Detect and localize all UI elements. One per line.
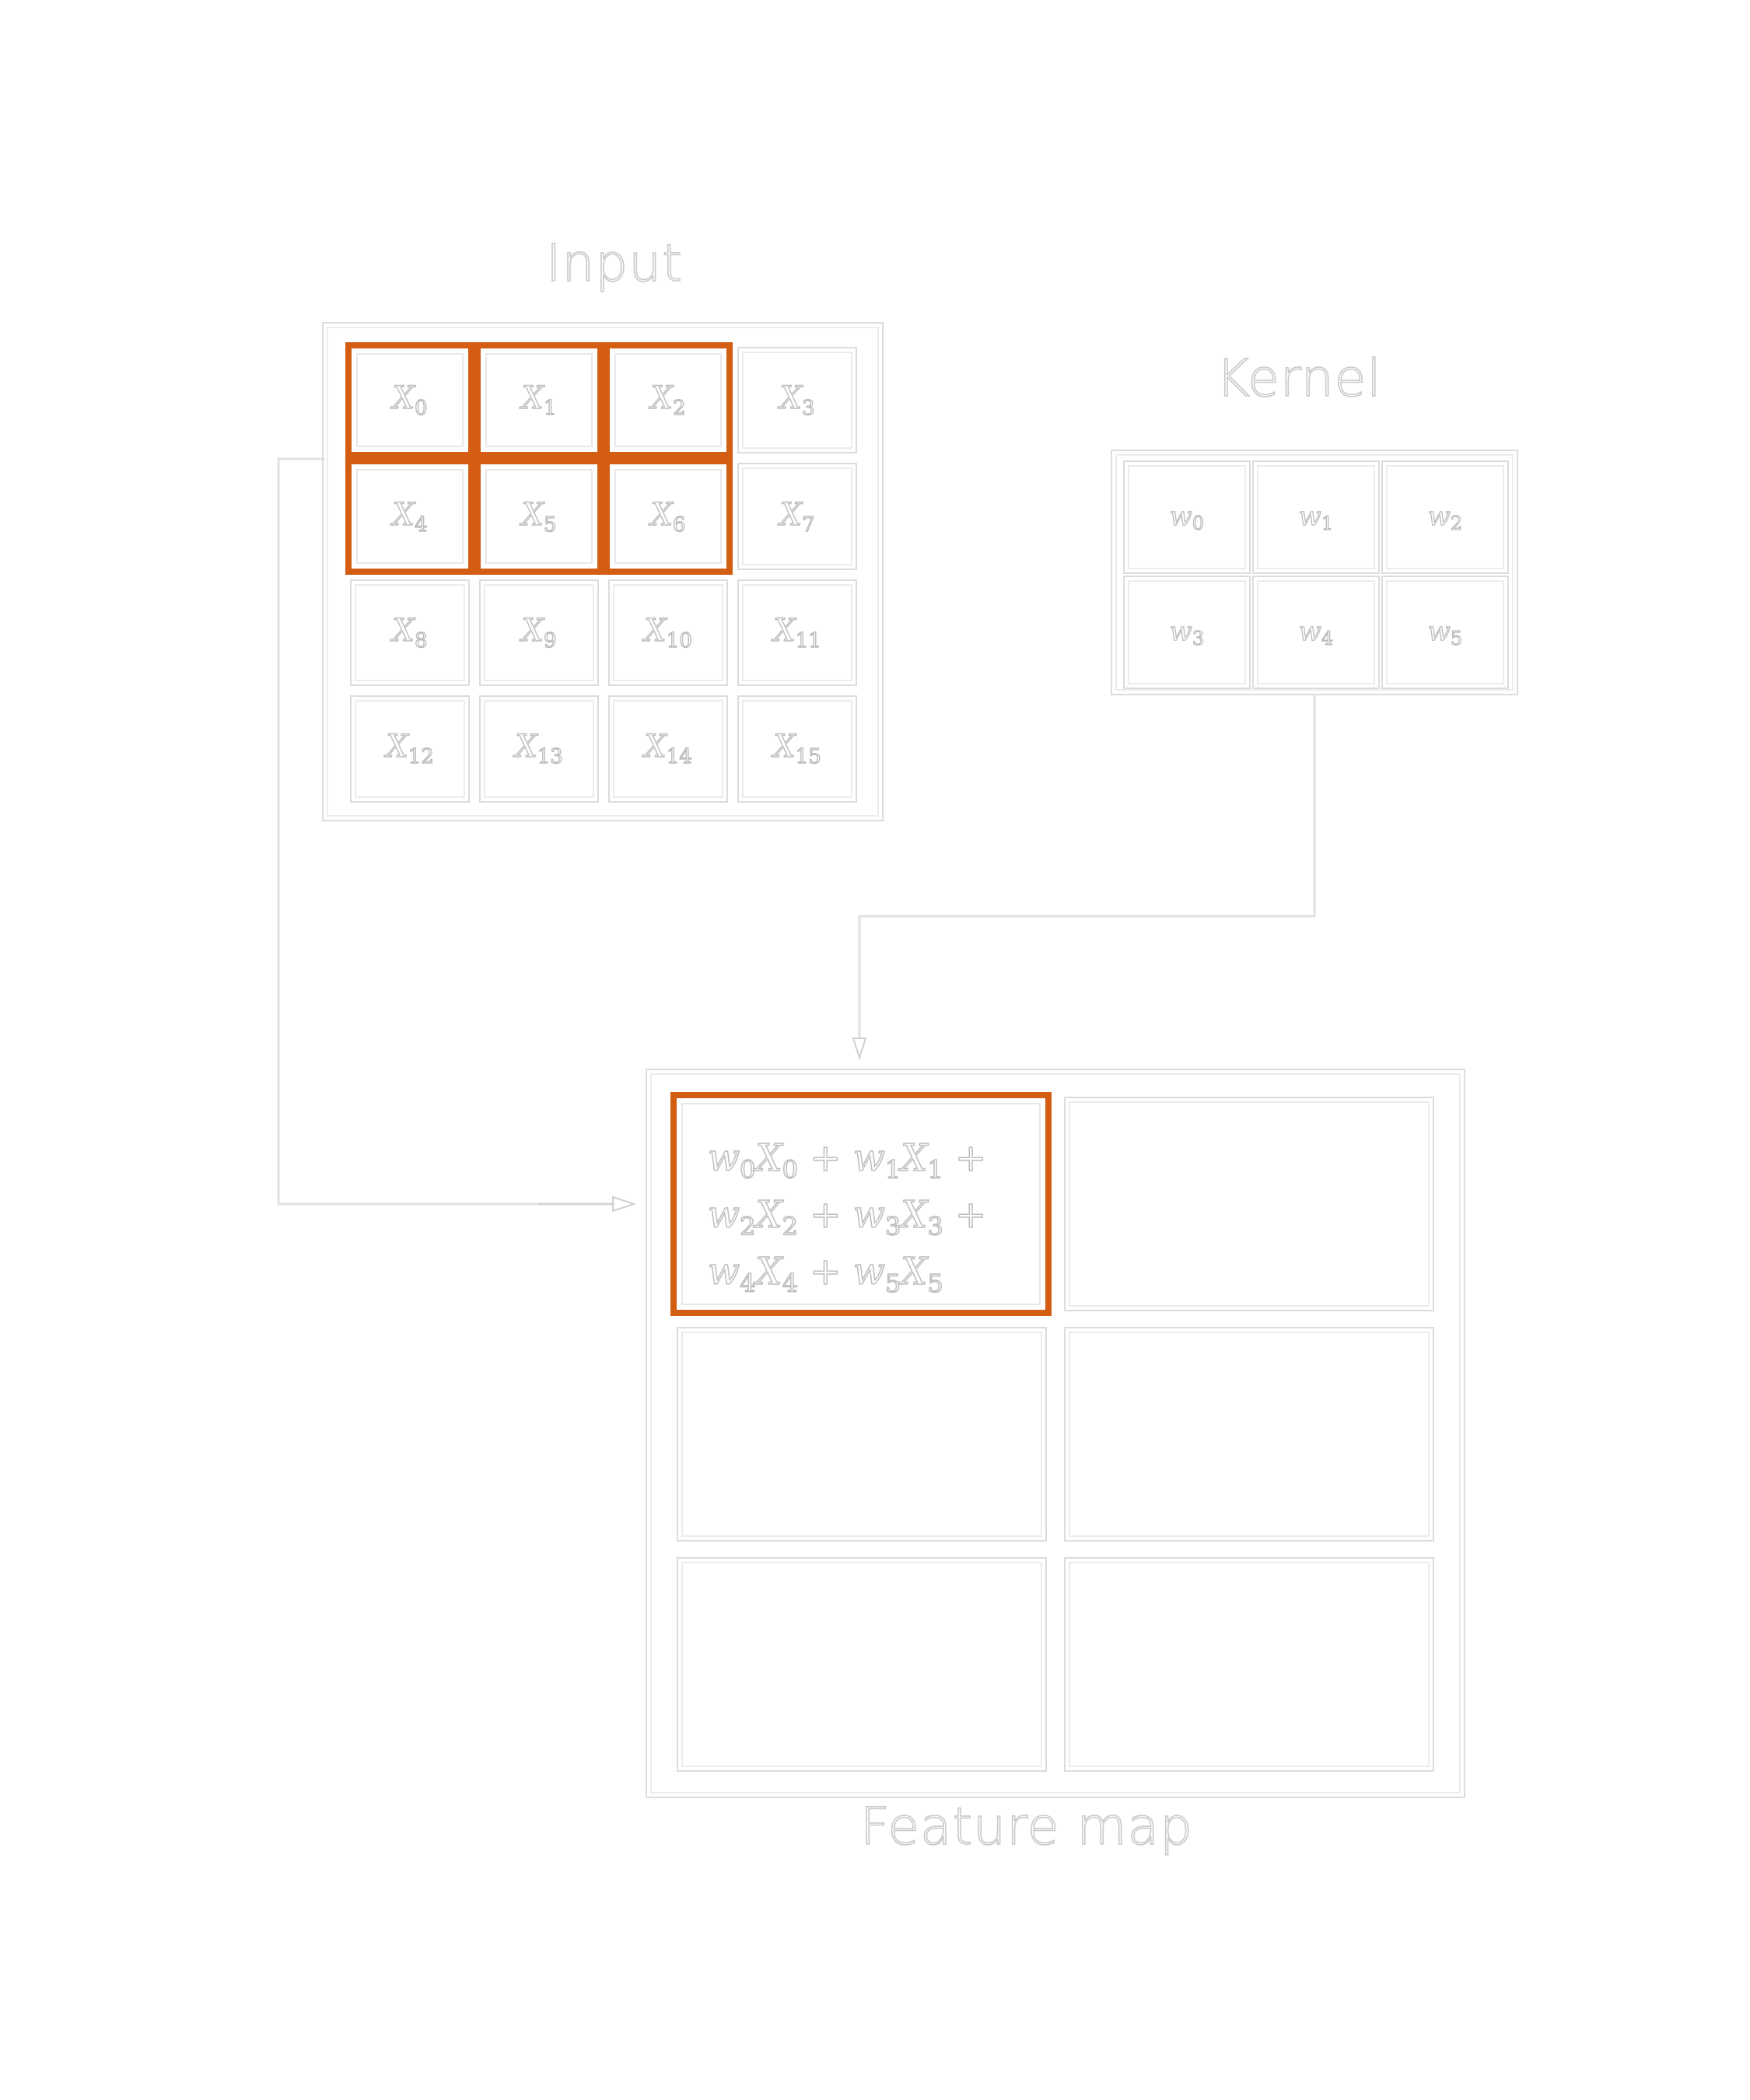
input-cell-15: X15 bbox=[737, 695, 857, 803]
formula-term: w2 bbox=[707, 1192, 756, 1242]
kernel-cell-5: w5 bbox=[1381, 576, 1509, 689]
feature-map-cell-5 bbox=[1064, 1557, 1434, 1772]
kernel-cell-3: w3 bbox=[1123, 576, 1251, 689]
input-cell-12: X12 bbox=[350, 695, 470, 803]
input-cell-0: X0 bbox=[345, 342, 474, 459]
formula-term: X3 bbox=[900, 1192, 943, 1242]
formula-operator: + bbox=[797, 1192, 853, 1237]
input-cell-6: X6 bbox=[604, 458, 733, 575]
input-symbol-10: X10 bbox=[643, 612, 692, 653]
input-symbol-12: X12 bbox=[385, 729, 434, 769]
input-symbol-2: X2 bbox=[650, 380, 686, 421]
feature-map-title: Feature map bbox=[859, 1796, 1193, 1857]
formula-line-3: w4X4 + w5X5 bbox=[707, 1249, 986, 1306]
formula-term: w5 bbox=[852, 1249, 901, 1299]
kernel-symbol-0: w0 bbox=[1169, 500, 1205, 534]
input-symbol-6: X6 bbox=[650, 496, 686, 537]
kernel-symbol-5: w5 bbox=[1427, 615, 1463, 649]
arrowhead-down-icon bbox=[852, 1038, 867, 1061]
input-cell-2: X2 bbox=[604, 342, 733, 459]
input-symbol-15: X15 bbox=[772, 729, 821, 769]
formula-term: w1 bbox=[852, 1136, 901, 1185]
input-cell-4: X4 bbox=[345, 458, 474, 575]
input-symbol-1: X1 bbox=[521, 380, 557, 421]
input-connector bbox=[277, 457, 614, 1206]
formula-term: X4 bbox=[755, 1249, 799, 1299]
kernel-cell-4: w4 bbox=[1252, 576, 1380, 689]
input-matrix-frame bbox=[322, 322, 884, 821]
input-symbol-0: X0 bbox=[392, 380, 428, 421]
kernel-symbol-3: w3 bbox=[1169, 615, 1205, 649]
feature-map-cell-4 bbox=[677, 1557, 1047, 1772]
formula-term: w3 bbox=[852, 1192, 901, 1242]
formula-term: X2 bbox=[755, 1192, 799, 1242]
input-symbol-11: X11 bbox=[772, 612, 821, 653]
formula-term: X5 bbox=[900, 1249, 943, 1299]
formula-operator: + bbox=[797, 1136, 853, 1181]
kernel-connector bbox=[858, 694, 1316, 1046]
feature-map-cell-3 bbox=[1064, 1327, 1434, 1542]
formula-term: w0 bbox=[707, 1136, 756, 1185]
input-cell-10: X10 bbox=[608, 579, 728, 687]
formula-line-2: w2X2 + w3X3 + bbox=[707, 1192, 987, 1249]
input-cell-8: X8 bbox=[350, 579, 470, 687]
input-cell-13: X13 bbox=[479, 695, 599, 803]
kernel-cell-1: w1 bbox=[1252, 460, 1380, 574]
input-cell-7: X7 bbox=[737, 463, 857, 570]
input-cell-3: X3 bbox=[737, 347, 857, 454]
input-cell-11: X11 bbox=[737, 579, 857, 687]
formula-operator: + bbox=[943, 1136, 987, 1181]
feature-map-cell-2 bbox=[677, 1327, 1047, 1542]
input-cell-14: X14 bbox=[608, 695, 728, 803]
kernel-matrix-frame bbox=[1111, 450, 1518, 695]
formula-term: X1 bbox=[900, 1136, 943, 1185]
formula-term: X0 bbox=[755, 1136, 799, 1185]
formula-term: w4 bbox=[707, 1249, 756, 1299]
kernel-symbol-2: w2 bbox=[1427, 500, 1463, 534]
input-symbol-3: X3 bbox=[779, 380, 815, 421]
input-symbol-8: X8 bbox=[392, 612, 428, 653]
input-symbol-14: X14 bbox=[643, 729, 692, 769]
convolution-formula: w0X0 + w1X1 + w2X2 + w3X3 + w4X4 + w5X5 bbox=[707, 1136, 987, 1306]
kernel-symbol-1: w1 bbox=[1298, 500, 1334, 534]
feature-map-frame bbox=[646, 1069, 1465, 1798]
formula-operator: + bbox=[797, 1249, 853, 1294]
input-cell-1: X1 bbox=[474, 342, 604, 459]
kernel-cell-0: w0 bbox=[1123, 460, 1251, 574]
arrowhead-right-icon bbox=[612, 1195, 637, 1213]
kernel-cell-2: w2 bbox=[1381, 460, 1509, 574]
kernel-title: Kernel bbox=[1216, 348, 1382, 409]
input-symbol-9: X9 bbox=[521, 612, 557, 653]
input-cell-9: X9 bbox=[479, 579, 599, 687]
input-symbol-13: X13 bbox=[514, 729, 563, 769]
formula-line-1: w0X0 + w1X1 + bbox=[707, 1136, 987, 1192]
input-symbol-4: X4 bbox=[392, 496, 428, 537]
input-cell-5: X5 bbox=[474, 458, 604, 575]
feature-map-cell-1 bbox=[1064, 1097, 1434, 1311]
kernel-symbol-4: w4 bbox=[1298, 615, 1334, 649]
feature-map-cell-0 bbox=[670, 1092, 1052, 1316]
input-symbol-5: X5 bbox=[521, 496, 557, 537]
input-symbol-7: X7 bbox=[779, 496, 815, 537]
formula-operator: + bbox=[943, 1192, 987, 1237]
input-title: Input bbox=[545, 233, 683, 294]
